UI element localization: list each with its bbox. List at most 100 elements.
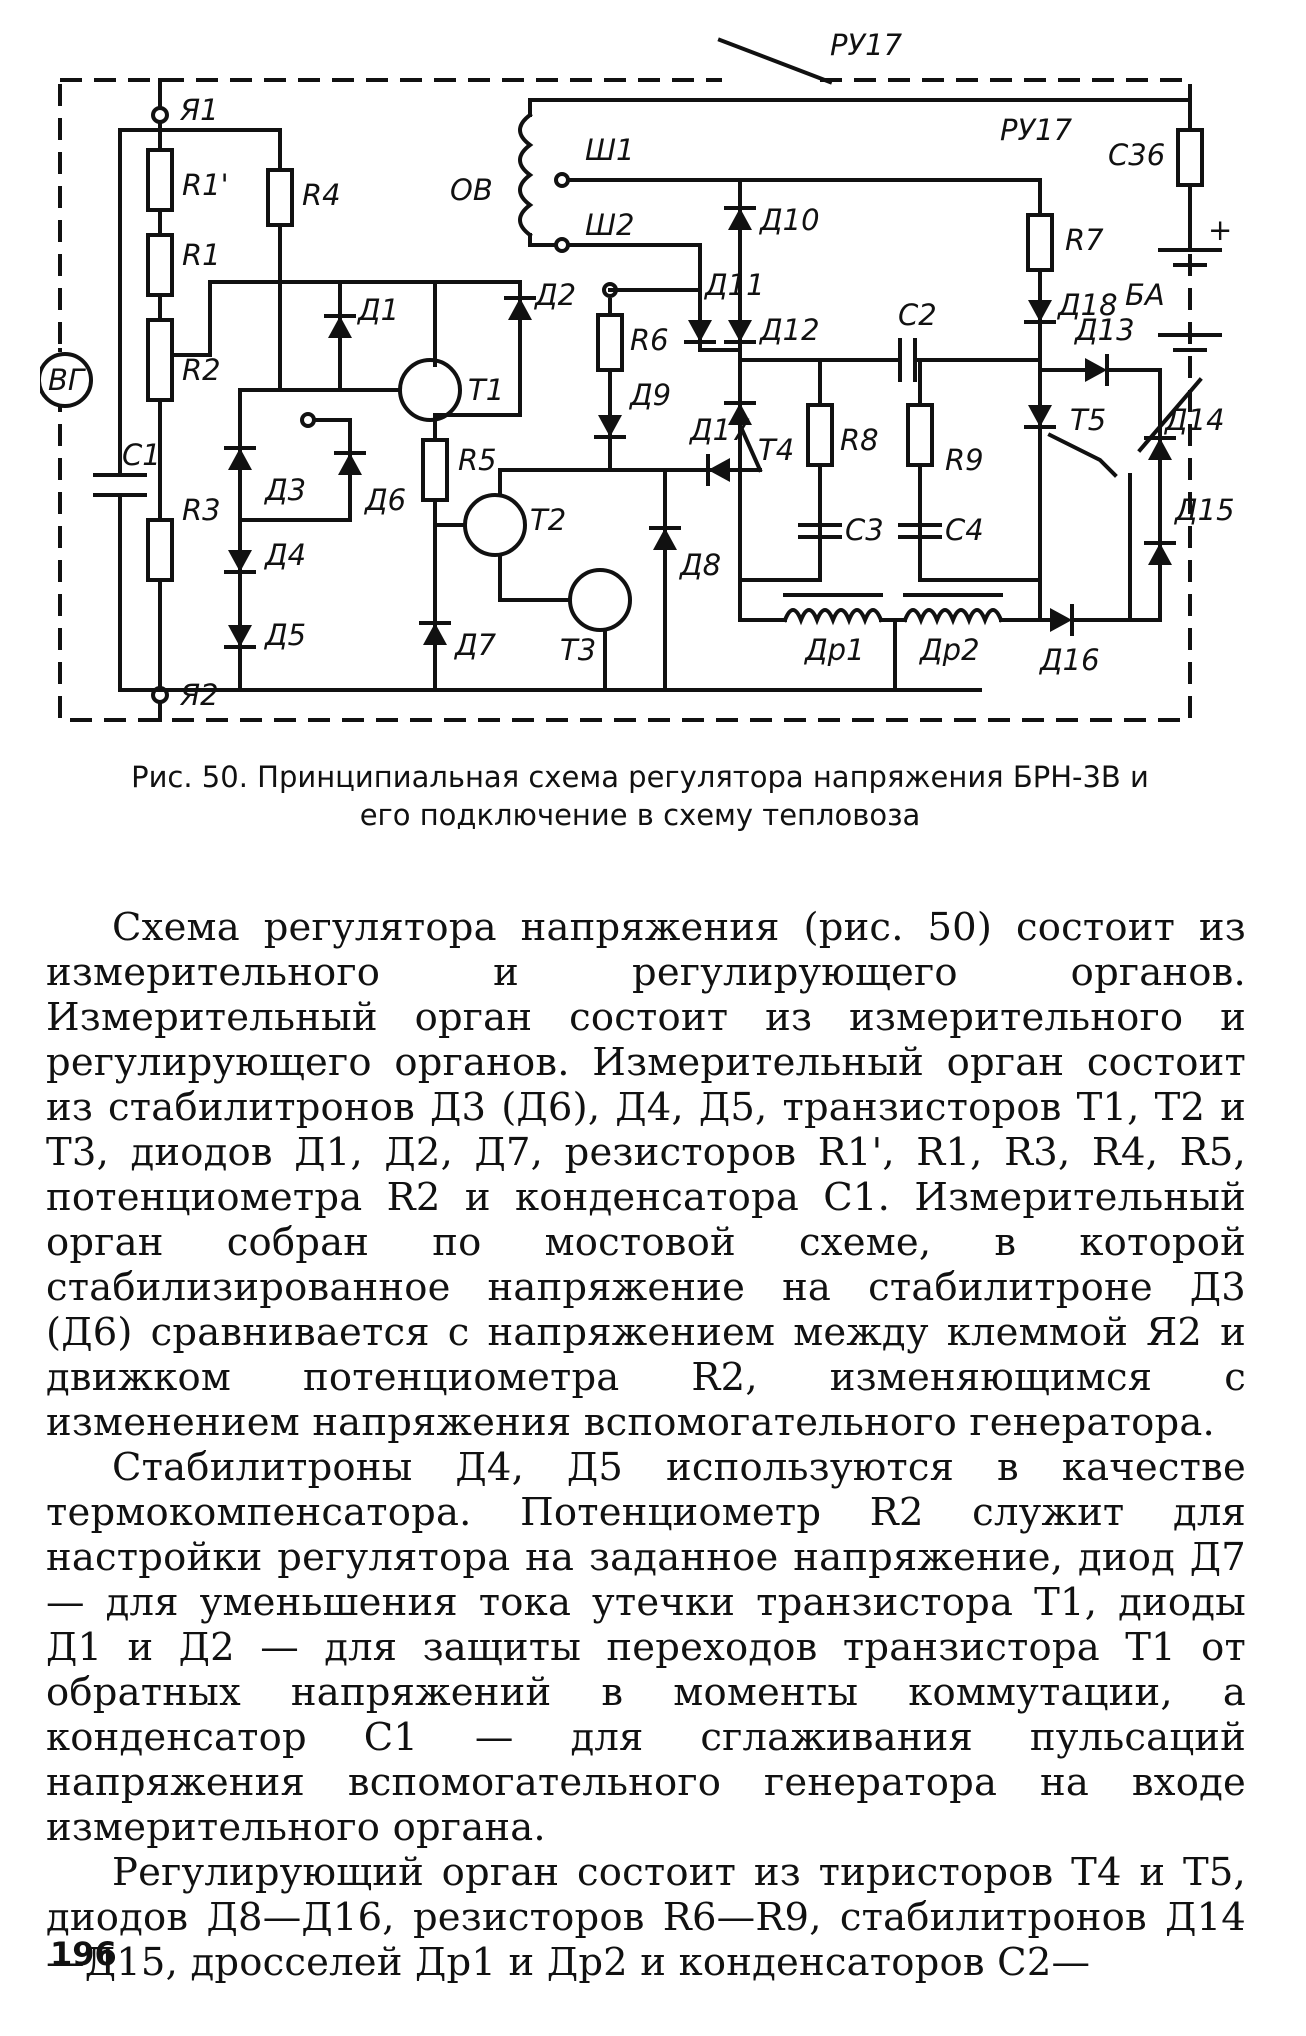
resistor-c36 bbox=[1176, 128, 1204, 187]
label-ya2: Я2 bbox=[179, 678, 219, 712]
label-t4: T4 bbox=[758, 433, 794, 467]
label-r5: R5 bbox=[458, 443, 497, 477]
diode-d18 bbox=[1028, 300, 1052, 322]
circuit-schematic: РУ17 Я1 Я2 ВГ C1 R1' R1 R2 R3 R4 bbox=[40, 28, 1235, 722]
thyristor-t5 bbox=[1028, 405, 1052, 427]
label-ya1: Я1 bbox=[179, 93, 219, 127]
ru17-switch-top bbox=[717, 37, 833, 85]
thyristor-t4 bbox=[728, 403, 752, 425]
zener-d5 bbox=[228, 625, 252, 647]
resistor-r1 bbox=[146, 233, 174, 297]
body-text: Схема регулятора напряжения (рис. 50) со… bbox=[46, 905, 1246, 1985]
label-d11: Д11 bbox=[703, 268, 765, 302]
diode-d1 bbox=[328, 316, 352, 338]
zener-d6 bbox=[338, 453, 362, 475]
resistor-r4 bbox=[266, 168, 294, 227]
diode-d10 bbox=[728, 208, 752, 230]
zener-d15 bbox=[1148, 543, 1172, 565]
label-d8: Д8 bbox=[678, 548, 721, 582]
label-r1p: R1' bbox=[182, 168, 229, 202]
paragraph-3: Регулирующий орган состоит из тиристоров… bbox=[46, 1850, 1246, 1985]
resistor-r6 bbox=[596, 313, 624, 372]
transistor-t3 bbox=[568, 568, 632, 632]
label-r1: R1 bbox=[182, 238, 221, 272]
label-d7: Д7 bbox=[453, 628, 497, 662]
label-c3: C3 bbox=[845, 513, 884, 547]
label-d10: Д10 bbox=[758, 203, 820, 237]
resistor-r9 bbox=[906, 403, 934, 467]
diode-d13 bbox=[1085, 358, 1107, 382]
zener-d3 bbox=[228, 448, 252, 470]
label-r6: R6 bbox=[630, 323, 669, 357]
paragraph-2: Стабилитроны Д4, Д5 используются в качес… bbox=[46, 1445, 1246, 1850]
label-ba: БА bbox=[1125, 278, 1165, 312]
field-winding-ov bbox=[518, 112, 534, 238]
label-ru17-top: РУ17 bbox=[830, 28, 903, 62]
label-r4: R4 bbox=[302, 178, 341, 212]
label-r8: R8 bbox=[840, 423, 879, 457]
label-d4: Д4 bbox=[263, 538, 306, 572]
label-c36: С36 bbox=[1108, 138, 1165, 172]
label-d16: Д16 bbox=[1038, 643, 1100, 677]
label-d18: Д18 bbox=[1056, 288, 1118, 322]
diode-d16 bbox=[1050, 608, 1072, 632]
label-t3: T3 bbox=[560, 633, 596, 667]
generator-vg bbox=[40, 352, 93, 408]
label-d6: Д6 bbox=[363, 483, 406, 517]
zener-d4 bbox=[228, 550, 252, 572]
label-ov: ОВ bbox=[450, 173, 493, 207]
label-c4: C4 bbox=[945, 513, 984, 547]
label-d15: Д15 bbox=[1173, 493, 1235, 527]
resistor-r3 bbox=[146, 518, 174, 582]
diode-d9 bbox=[598, 415, 622, 437]
label-r2: R2 bbox=[182, 353, 221, 387]
label-d1: Д1 bbox=[356, 293, 399, 327]
figure-caption: Рис. 50. Принципиальная схема регулятора… bbox=[40, 758, 1240, 834]
label-d2: Д2 bbox=[533, 278, 576, 312]
figure-number: Рис. 50. bbox=[131, 760, 248, 794]
label-d14: Д14 bbox=[1163, 403, 1225, 437]
resistor-r1p bbox=[146, 148, 174, 212]
page-number: 196 bbox=[50, 1935, 117, 1973]
label-sh2: Ш2 bbox=[585, 208, 634, 242]
label-r9: R9 bbox=[945, 443, 984, 477]
label-d5: Д5 bbox=[263, 618, 306, 652]
label-plus: + bbox=[1208, 213, 1232, 247]
resistor-r7 bbox=[1026, 213, 1054, 272]
transistor-t2 bbox=[463, 493, 527, 557]
label-t5: T5 bbox=[1070, 403, 1106, 437]
terminal-ya1 bbox=[151, 106, 169, 124]
label-c1: C1 bbox=[122, 438, 161, 472]
label-d3: Д3 bbox=[263, 473, 306, 507]
label-sh1: Ш1 bbox=[585, 133, 634, 167]
label-d12: Д12 bbox=[758, 313, 820, 347]
diode-d8 bbox=[653, 528, 677, 550]
label-c2: C2 bbox=[898, 298, 937, 332]
diode-d12 bbox=[728, 320, 752, 342]
choke-dr1 bbox=[782, 608, 884, 626]
diode-d7 bbox=[423, 623, 447, 645]
potentiometer-r2 bbox=[146, 318, 174, 402]
label-r7: R7 bbox=[1065, 223, 1104, 257]
zener-d14 bbox=[1148, 438, 1172, 460]
diode-d11 bbox=[688, 320, 712, 342]
label-t1: T1 bbox=[468, 373, 504, 407]
caption-line-2: его подключение в схему тепловоза bbox=[359, 798, 921, 832]
choke-dr2 bbox=[902, 608, 1004, 626]
label-r3: R3 bbox=[182, 493, 221, 527]
paragraph-1: Схема регулятора напряжения (рис. 50) со… bbox=[46, 905, 1246, 1445]
caption-line-1: Принципиальная схема регулятора напряжен… bbox=[257, 760, 1149, 794]
label-dr2: Др2 bbox=[918, 633, 980, 667]
label-d13: Д13 bbox=[1073, 313, 1135, 347]
resistor-r8 bbox=[806, 403, 834, 467]
transistor-t1 bbox=[398, 358, 462, 422]
label-dr1: Др1 bbox=[803, 633, 865, 667]
label-d9: Д9 bbox=[628, 378, 671, 412]
label-ru17: РУ17 bbox=[1000, 113, 1073, 147]
dashed-frame bbox=[58, 78, 1192, 722]
label-t2: T2 bbox=[530, 503, 566, 537]
diode-d2 bbox=[508, 298, 532, 320]
resistor-r5 bbox=[421, 438, 449, 502]
label-vg: ВГ bbox=[48, 363, 87, 397]
